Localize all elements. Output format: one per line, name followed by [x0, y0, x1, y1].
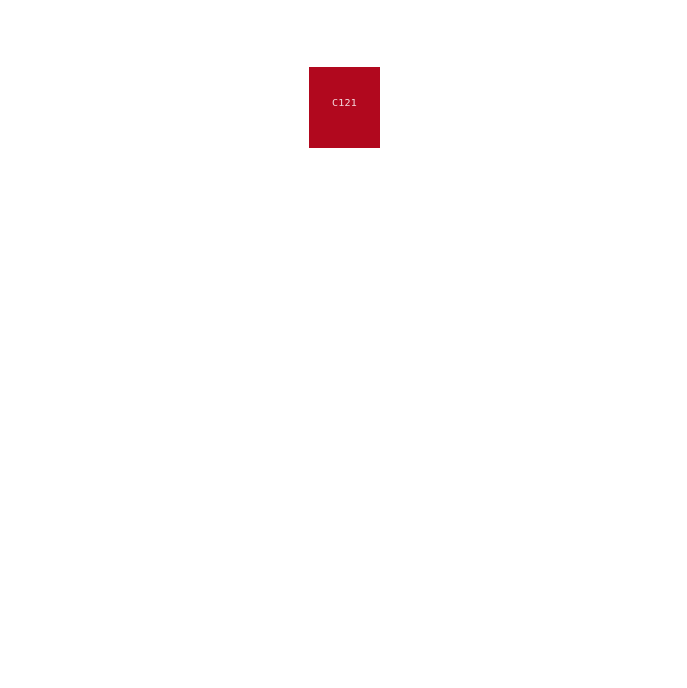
color-swatch-tile[interactable]: C121	[309, 67, 380, 148]
tile-label: C121	[332, 98, 357, 109]
